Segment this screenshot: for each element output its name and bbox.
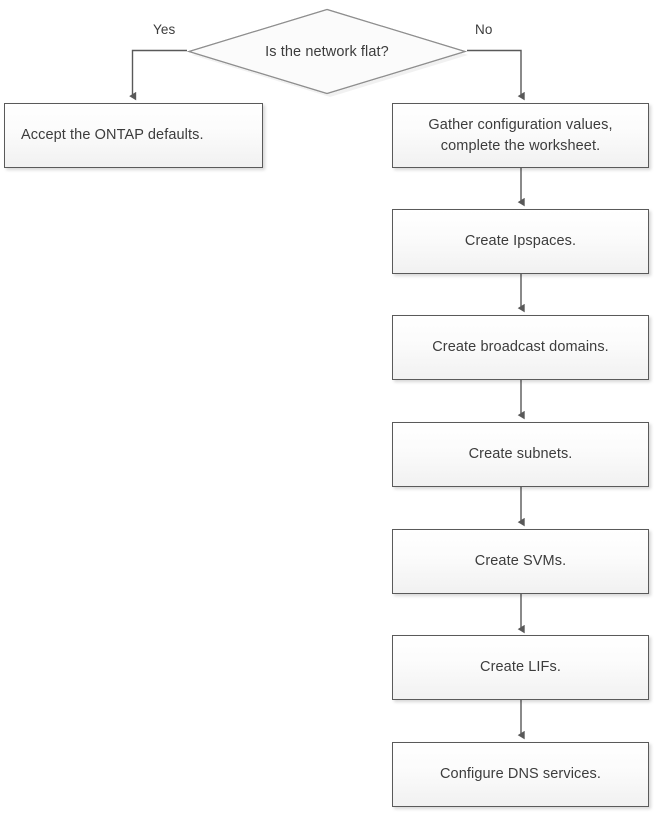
- process-node-create-broadcast-domains: Create broadcast domains.: [392, 315, 649, 380]
- process-node-label: Create SVMs.: [474, 553, 567, 569]
- connector-no: [467, 49, 525, 101]
- process-node-label: Configure DNS services.: [439, 766, 602, 782]
- decision-node-network-flat: Is the network flat?: [186, 6, 468, 97]
- process-node-configure-dns-services: Configure DNS services.: [392, 742, 649, 807]
- process-node-create-ipspaces: Create Ipspaces.: [392, 209, 649, 274]
- process-node-accept-defaults: Accept the ONTAP defaults.: [4, 103, 263, 168]
- process-node-label: Create subnets.: [468, 446, 573, 462]
- process-node-create-lifs: Create LIFs.: [392, 635, 649, 700]
- process-node-label: Accept the ONTAP defaults.: [21, 127, 204, 143]
- process-node-gather-configuration-values: Gather configuration values, complete th…: [392, 103, 649, 168]
- connector-yes: [129, 49, 187, 101]
- branch-label-no: No: [475, 22, 493, 37]
- process-node-label: Gather configuration values, complete th…: [428, 116, 613, 154]
- process-node-label: Create LIFs.: [480, 659, 561, 675]
- process-node-create-svms: Create SVMs.: [392, 529, 649, 594]
- process-node-label: Create Ipspaces.: [464, 233, 577, 249]
- branch-label-yes: Yes: [153, 22, 176, 37]
- process-node-label: Create broadcast domains.: [432, 339, 609, 355]
- diamond-shape: [186, 8, 468, 97]
- decision-label: Is the network flat?: [265, 43, 389, 60]
- process-node-create-subnets: Create subnets.: [392, 422, 649, 487]
